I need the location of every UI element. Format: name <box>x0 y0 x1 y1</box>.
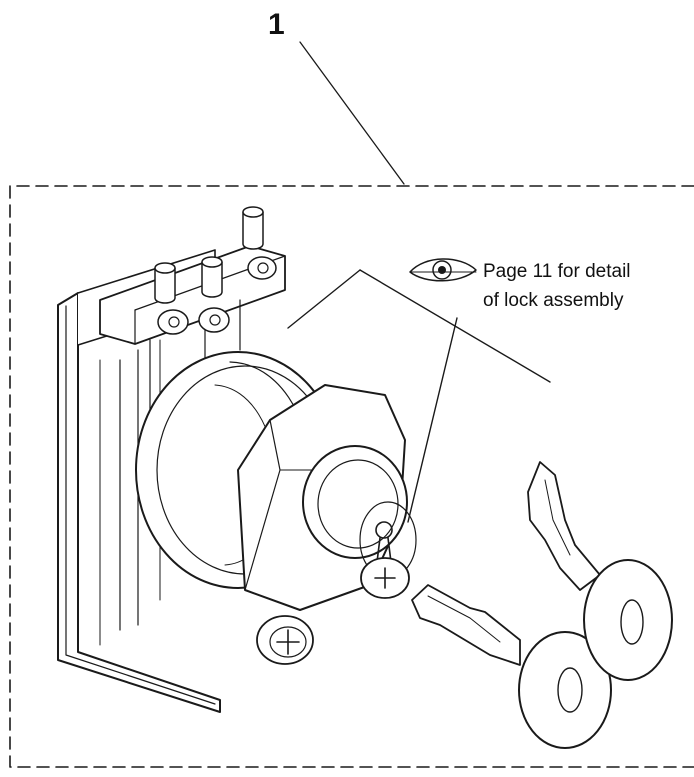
terminal-post <box>242 206 277 280</box>
terminal-post <box>198 256 230 333</box>
mounting-screw <box>360 557 410 599</box>
reference-note-line-2: of lock assembly <box>483 290 624 311</box>
eye-icon <box>409 258 477 282</box>
part-number-label: 1 <box>268 8 285 41</box>
terminal-post <box>154 262 189 335</box>
reference-note-line-1: Page 11 for detail <box>483 261 631 282</box>
callout-bracket <box>287 269 551 523</box>
lock-face <box>302 445 417 579</box>
kit-boundary <box>9 185 694 768</box>
key <box>527 461 673 681</box>
part-leader-line <box>299 41 405 185</box>
key <box>411 584 612 749</box>
mounting-screw <box>256 615 314 665</box>
